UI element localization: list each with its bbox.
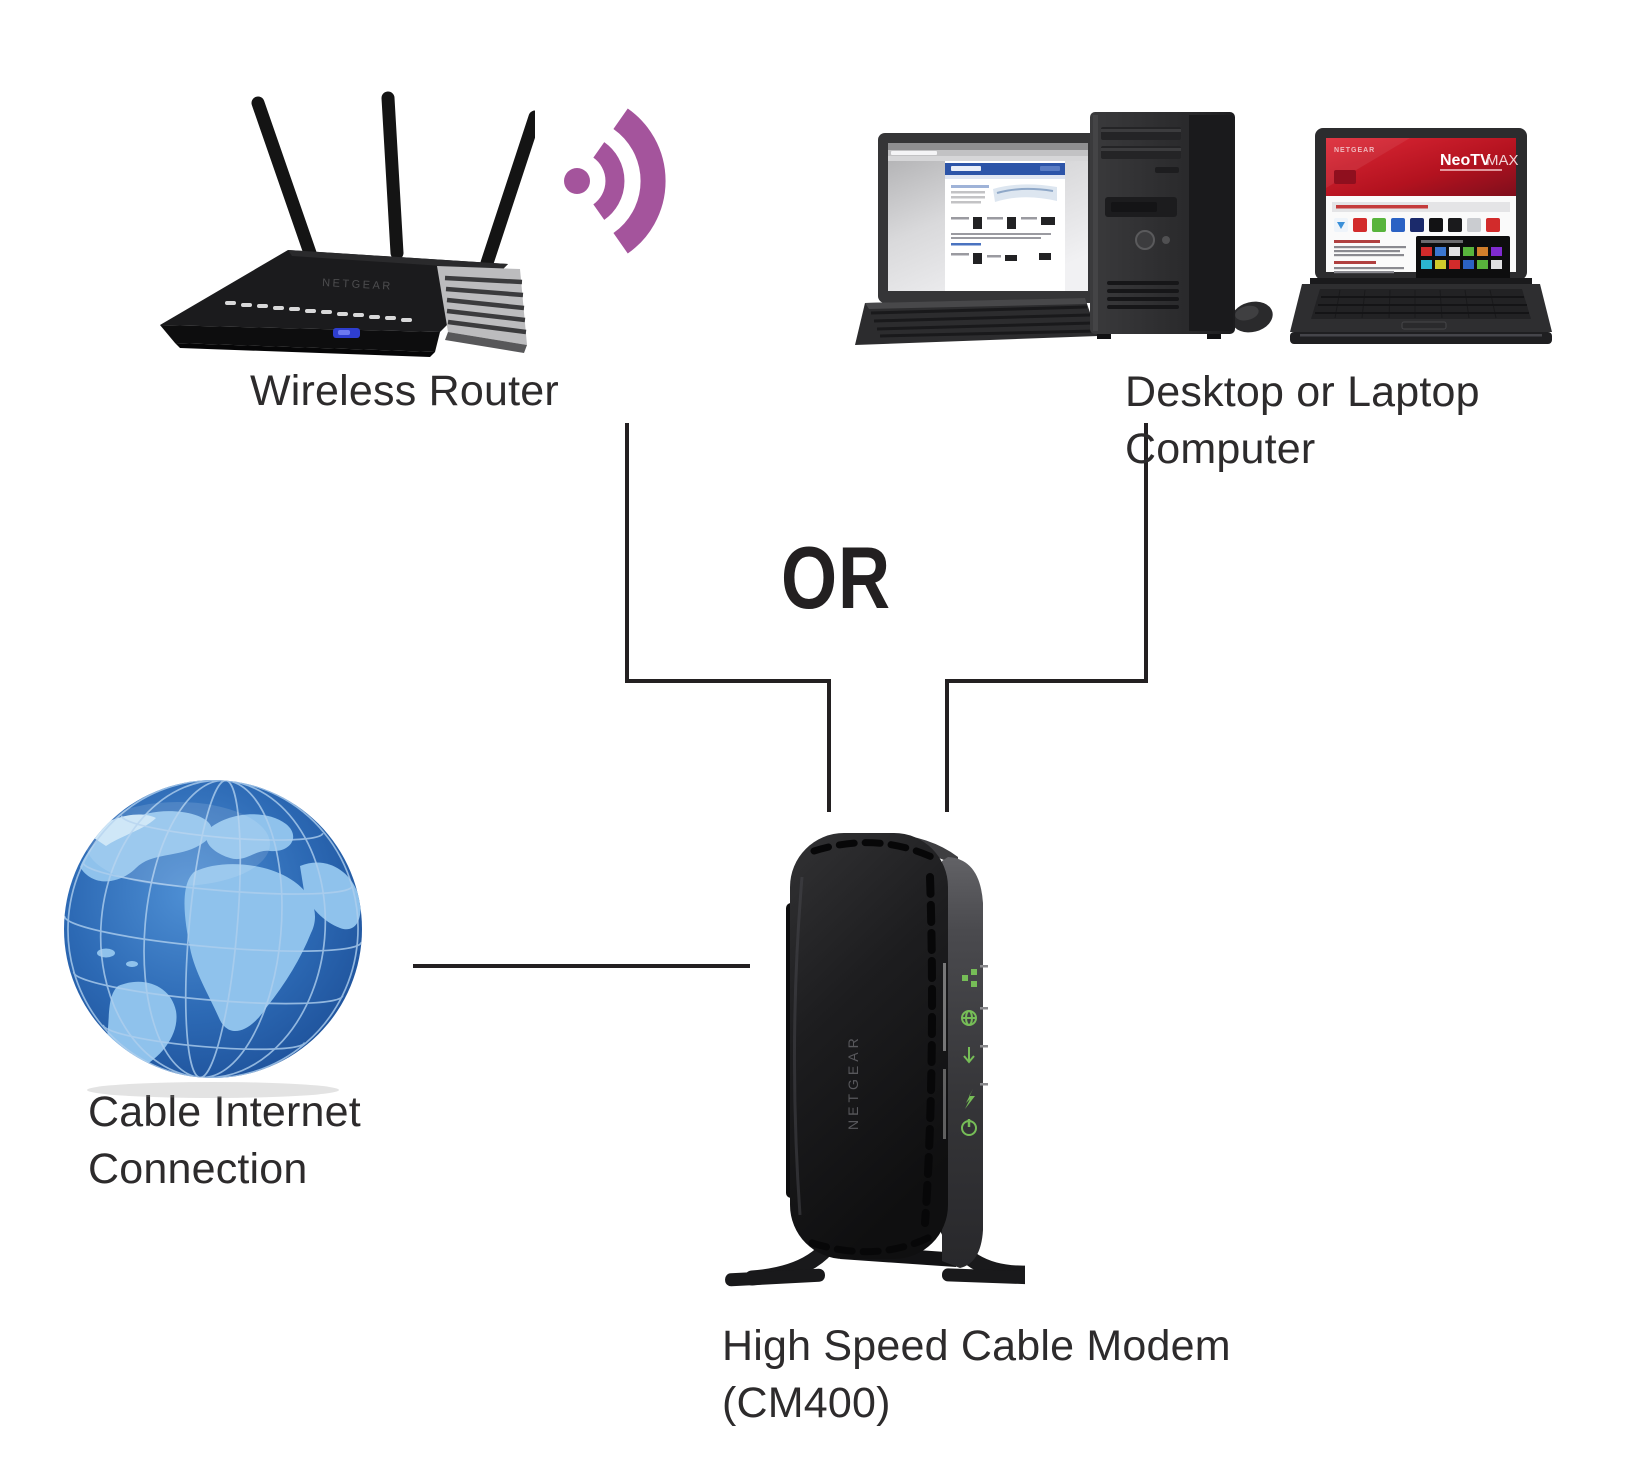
laptop-base	[1290, 278, 1552, 344]
router-body: NETGEAR	[160, 250, 527, 357]
internet-led-icon	[961, 1007, 988, 1026]
globe-continents	[80, 811, 361, 1071]
wifi-signal-icon	[564, 108, 666, 254]
connector-computer-vertical	[1144, 423, 1148, 683]
ethernet-led-icon	[962, 965, 988, 987]
modem-led-column	[961, 965, 988, 1136]
cable-internet-label: Cable Internet Connection	[88, 1088, 361, 1193]
connector-computer-horizontal	[945, 679, 1148, 683]
router-led-row	[225, 301, 412, 322]
or-label: OR	[781, 528, 891, 627]
desktop-tower	[1090, 112, 1235, 339]
modem-vents	[808, 839, 940, 1256]
wireless-router-illustration: NETGEAR	[160, 91, 535, 357]
router-antennas	[251, 91, 535, 270]
downstream-led-icon	[963, 1045, 988, 1064]
desktop-mouse	[1231, 301, 1273, 333]
connector-router-to-modem	[827, 679, 831, 812]
cable-modem-illustration: NETGEAR	[725, 833, 1025, 1287]
desktop-computer-illustration	[855, 112, 1273, 345]
laptop-tv-panel	[1416, 236, 1510, 280]
connector-computer-to-modem	[945, 679, 949, 812]
laptop-screen: NETGEAR NeoTV MAX	[1315, 128, 1527, 280]
cable-modem-label: High Speed Cable Modem (CM400)	[722, 1322, 1231, 1427]
connector-internet-to-modem	[413, 964, 750, 968]
router-brand-text: NETGEAR	[322, 277, 393, 293]
desktop-monitor	[878, 133, 1098, 338]
modem-brand-text: NETGEAR	[845, 1034, 861, 1130]
globe-shadow	[87, 1082, 339, 1098]
internet-globe-illustration	[63, 779, 363, 1098]
globe-gridlines	[63, 779, 363, 1079]
browser-page	[945, 161, 1065, 291]
desktop-laptop-label: Desktop or Laptop Computer	[1125, 368, 1480, 473]
connector-router-horizontal	[625, 679, 831, 683]
modem-front-face	[790, 833, 948, 1259]
wireless-router-label: Wireless Router	[250, 367, 559, 415]
laptop-screen-content	[1332, 202, 1510, 280]
laptop-touchpad	[1401, 321, 1447, 330]
modem-side-panel	[942, 857, 983, 1268]
desktop-keyboard	[855, 298, 1098, 345]
laptop-brand-text: NETGEAR	[1334, 147, 1375, 154]
laptop-illustration: NETGEAR NeoTV MAX	[1290, 128, 1552, 344]
connector-router-vertical	[625, 423, 629, 683]
neotv-title-text: NeoTV	[1440, 152, 1491, 169]
power-led-icon	[961, 1119, 977, 1136]
neotv-suffix-text: MAX	[1486, 152, 1519, 169]
upstream-led-icon	[965, 1083, 988, 1109]
